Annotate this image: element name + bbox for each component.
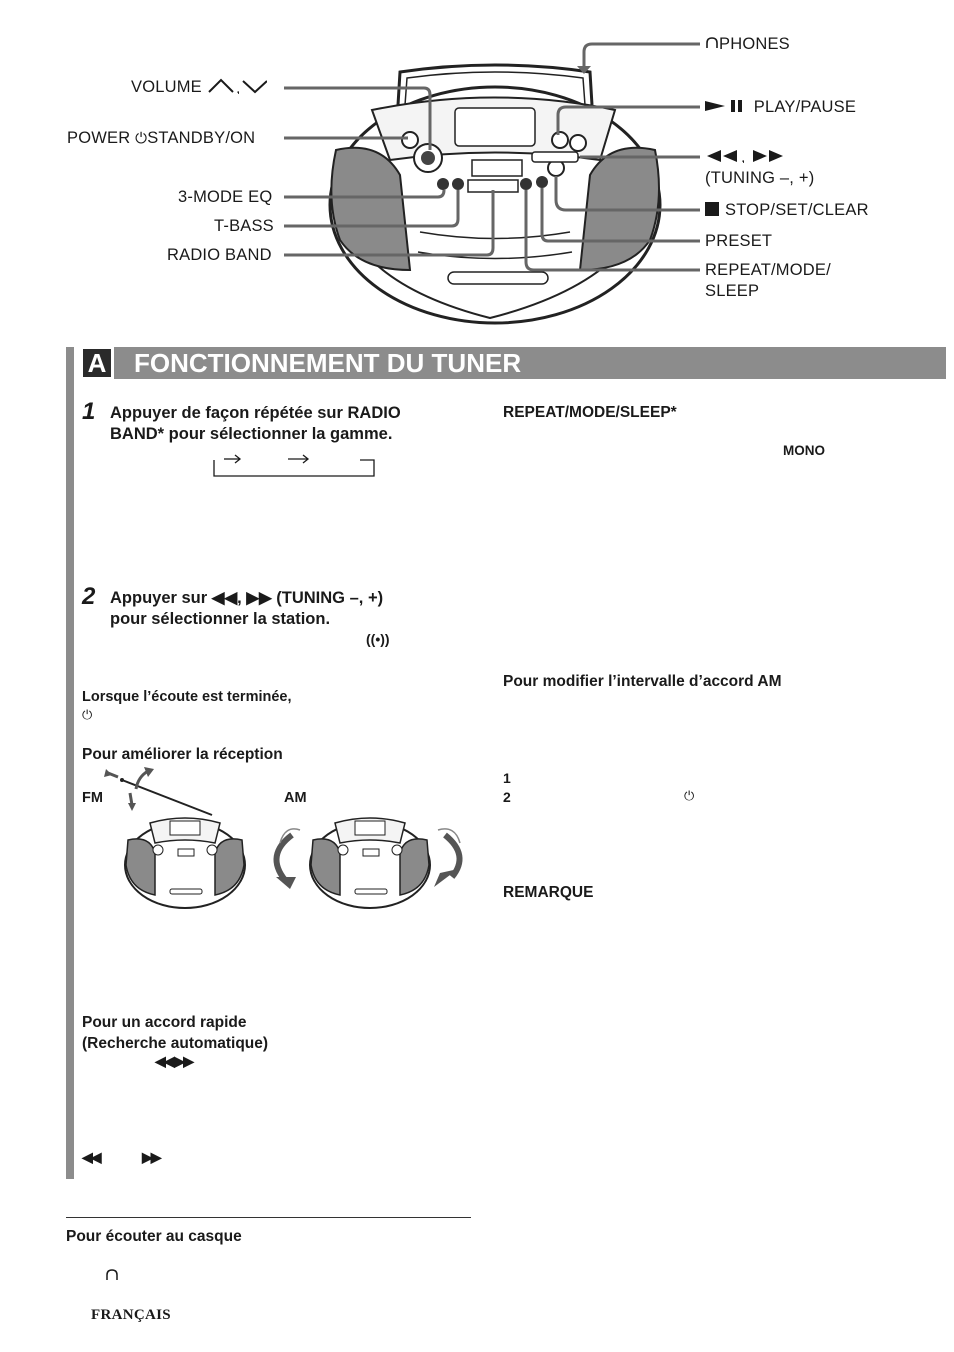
eq-label: 3-MODE EQ	[178, 188, 273, 206]
mono-indicator: MONO	[783, 443, 825, 458]
svg-text:,: ,	[236, 80, 241, 94]
tuning-buttons-label: ,	[705, 148, 785, 167]
divider-line	[66, 1217, 471, 1218]
svg-text:,: ,	[741, 149, 746, 163]
band-cycle-diagram	[213, 454, 375, 477]
am-step-2: 2	[503, 789, 511, 805]
quick-tune-symbols: ◀◀ ▶▶	[155, 1053, 194, 1069]
repeat-label-line2: SLEEP	[705, 282, 760, 300]
tuning-label: (TUNING –, +)	[705, 169, 815, 187]
volume-up-down-icon: ,	[207, 78, 268, 97]
language-footer: FRANÇAIS	[91, 1307, 171, 1323]
quick-tune-heading-1: Pour un accord rapide	[82, 1014, 247, 1031]
phones-label: PHONES	[705, 35, 790, 54]
quick-tune-heading-2: (Recherche automatique)	[82, 1035, 269, 1052]
repeat-label-line1: REPEAT/MODE/	[705, 261, 831, 279]
step-1-number: 1	[82, 398, 96, 425]
step-2-number: 2	[82, 583, 96, 610]
step-1-line-1: Appuyer de façon répétée sur RADIO	[110, 404, 401, 422]
volume-label: VOLUME ,	[131, 78, 268, 97]
reception-illustration	[104, 767, 463, 909]
forward-symbol: ▶▶	[142, 1149, 161, 1165]
headphones-icon	[706, 37, 718, 48]
play-pause-icon	[705, 100, 742, 112]
step-2-line-1: Appuyer sur ◀◀, ▶▶ (TUNING –, +)	[110, 589, 384, 607]
preset-label: PRESET	[705, 232, 773, 250]
end-listen-text: Lorsque l’écoute est terminée,	[82, 689, 292, 705]
step-2-line-2: pour sélectionner la station.	[110, 610, 331, 628]
am-step-1: 1	[503, 770, 511, 786]
fm-label: FM	[82, 790, 103, 806]
headphones-heading: Pour écouter au casque	[66, 1228, 242, 1245]
stop-icon	[705, 202, 719, 216]
play-pause-label: PLAY/PAUSE	[705, 98, 856, 117]
am-label: AM	[284, 790, 307, 806]
stereo-indicator: ((•))	[366, 631, 390, 647]
rewind-forward-icon: ,	[707, 149, 783, 166]
step-1-line-2: BAND* pour sélectionner la gamme.	[110, 425, 393, 443]
rewind-symbol: ◀◀	[82, 1149, 101, 1165]
tbass-label: T-BASS	[214, 217, 274, 235]
section-side-bar	[66, 347, 74, 1179]
boombox-diagram	[284, 42, 700, 325]
stop-label: STOP/SET/CLEAR	[705, 201, 869, 220]
section-title: FONCTIONNEMENT DU TUNER	[134, 348, 522, 378]
power-icon-small-2: ⏻	[684, 788, 695, 803]
power-icon: ⏻	[135, 130, 148, 147]
power-icon-small: ⏻	[82, 707, 93, 722]
section-header-bar	[80, 347, 946, 379]
power-label: POWER ⏻STANDBY/ON	[67, 129, 256, 147]
improve-reception-heading: Pour améliorer la réception	[82, 746, 283, 763]
headphones-icon-small	[106, 1269, 118, 1280]
am-interval-heading: Pour modifier l’intervalle d’accord AM	[503, 673, 782, 690]
repeat-heading: REPEAT/MODE/SLEEP*	[503, 404, 677, 421]
radio-band-label: RADIO BAND	[167, 246, 272, 264]
section-letter-box: A	[80, 347, 114, 379]
remarque-heading: REMARQUE	[503, 884, 594, 901]
